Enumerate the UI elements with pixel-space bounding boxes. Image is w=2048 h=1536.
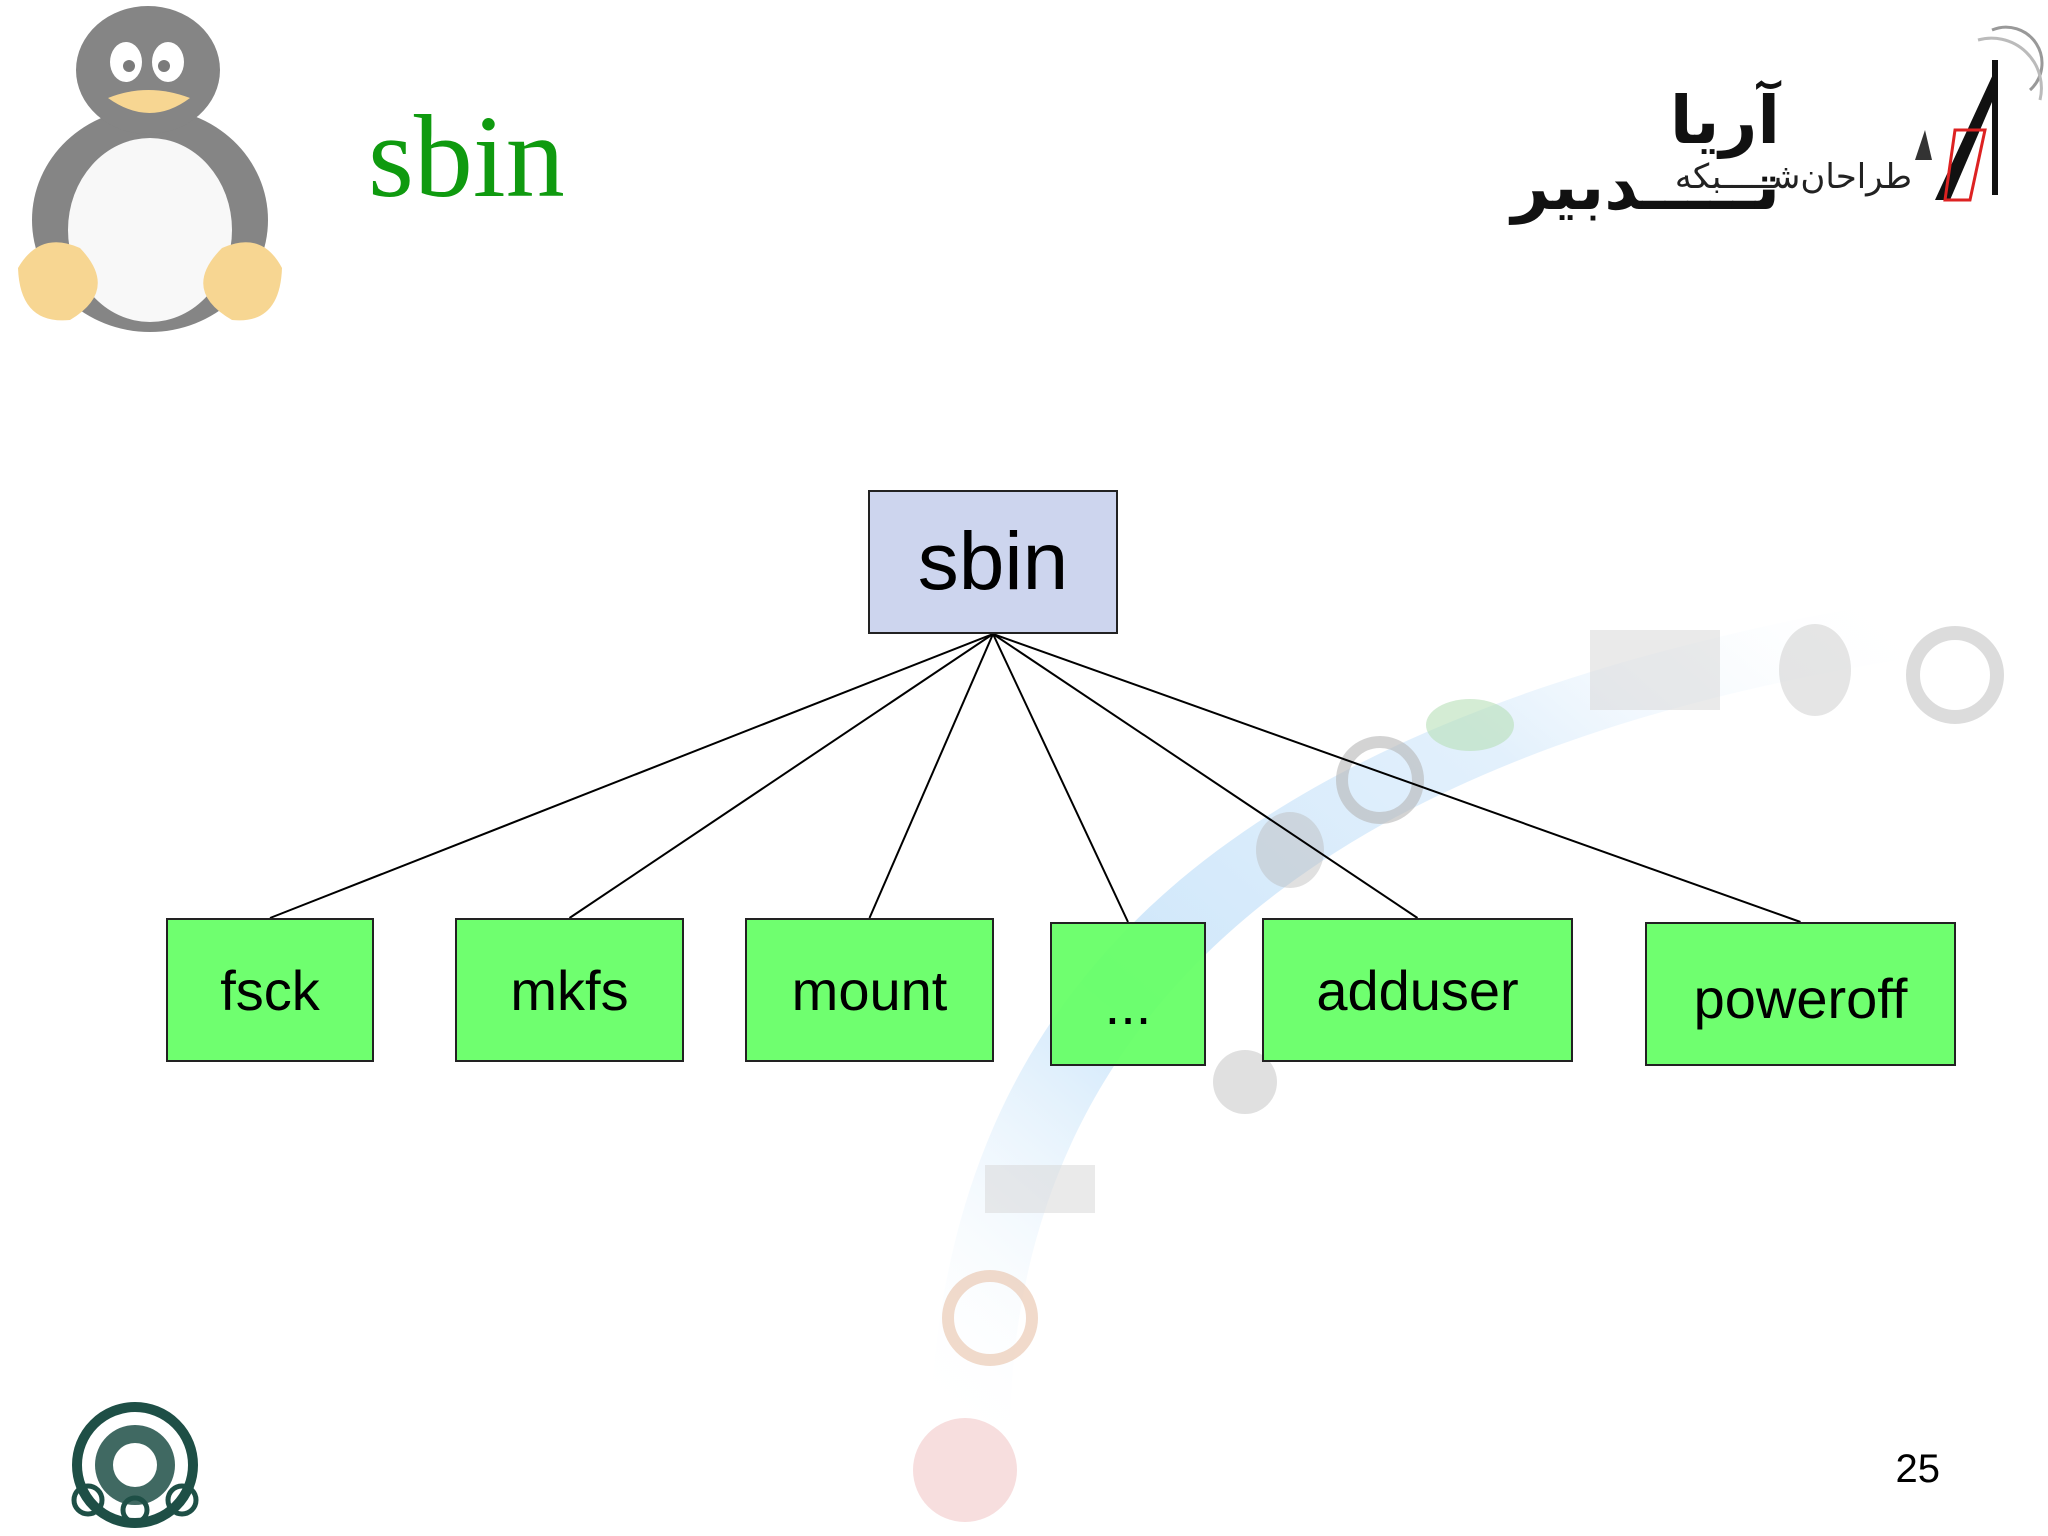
node-adduser: adduser xyxy=(1262,918,1573,1062)
page-title: sbin xyxy=(368,91,565,222)
node-poweroff: poweroff xyxy=(1645,922,1956,1066)
tux-penguin-icon xyxy=(0,6,300,340)
node-mount: mount xyxy=(745,918,994,1062)
edge-root-mount xyxy=(868,633,994,919)
brand-name: آریا تـــــدبیر xyxy=(1511,82,1780,225)
node-ellipsis: ... xyxy=(1050,922,1206,1066)
university-seal-icon xyxy=(71,1402,199,1528)
edge-root-mkfs xyxy=(568,633,994,919)
node-label: mount xyxy=(791,958,948,1022)
page-number: 25 xyxy=(1895,1447,1941,1491)
node-sbin: sbin xyxy=(868,490,1118,634)
node-label: ... xyxy=(1104,972,1152,1036)
edge-root-adduser xyxy=(992,633,1419,919)
node-label: poweroff xyxy=(1693,966,1908,1030)
arya-tadbir-logo xyxy=(1915,25,2044,202)
edge-root-ellipsis xyxy=(992,633,1129,923)
node-label: mkfs xyxy=(510,958,629,1022)
node-fsck: fsck xyxy=(166,918,374,1062)
edge-root-fsck xyxy=(269,633,994,919)
node-mkfs: mkfs xyxy=(455,918,684,1062)
node-label: adduser xyxy=(1316,958,1519,1022)
brand-tagline: طراحان‌شـــــبکه xyxy=(1674,157,1912,197)
node-label: fsck xyxy=(220,958,320,1022)
node-label: sbin xyxy=(917,516,1069,607)
edge-root-poweroff xyxy=(992,633,1801,923)
